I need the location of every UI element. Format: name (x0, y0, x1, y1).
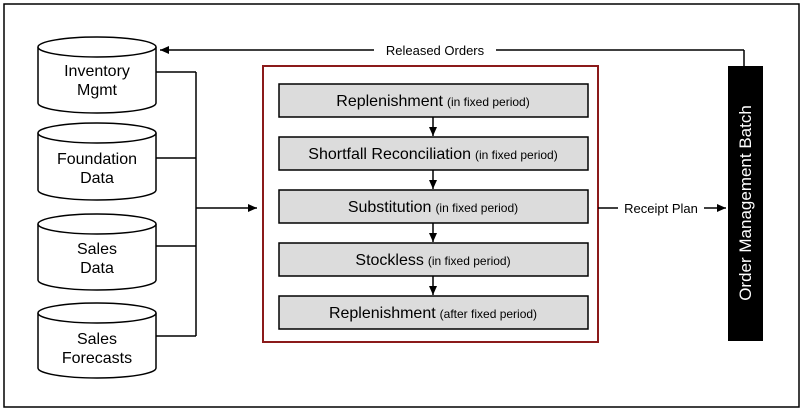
svg-text:Stockless(in fixed period): Stockless (in fixed period) (355, 252, 510, 269)
svg-text:Replenishment(in fixed period): Replenishment (in fixed period) (336, 93, 529, 110)
released-orders-flow (160, 46, 745, 66)
svg-text:Replenishment(after fixed peri: Replenishment (after fixed period) (329, 305, 537, 322)
datastore-foundation-data: Foundation Data (37, 122, 157, 201)
released-orders-label: Released Orders (386, 43, 485, 58)
datastore-sales-forecasts: Sales Forecasts (37, 302, 157, 379)
step-title: Shortfall Reconciliation (308, 146, 471, 163)
datastore-label-line1: Foundation (57, 151, 137, 168)
batch-label: Order Management Batch (736, 105, 755, 301)
datastore-connectors (156, 71, 257, 337)
process-step: Replenishment (in fixed period) (278, 83, 589, 118)
step-note: (in fixed period) (428, 254, 511, 268)
outer-border (3, 3, 800, 408)
datastore-label-line2: Data (80, 260, 114, 277)
step-note: (after fixed period) (440, 307, 537, 321)
step-title: Stockless (355, 252, 423, 269)
step-note: (in fixed period) (447, 95, 530, 109)
datastore-label-line1: Sales (77, 331, 117, 348)
datastore-label-line2: Mgmt (77, 82, 118, 99)
svg-text:Shortfall Reconciliation(in fi: Shortfall Reconciliation (in fixed period… (308, 146, 557, 163)
datastore-label-line1: Inventory (64, 63, 130, 80)
step-title: Substitution (348, 199, 432, 216)
datastore-label-line1: Sales (77, 241, 117, 258)
datastore-label-line2: Forecasts (62, 350, 132, 367)
order-management-batch (728, 66, 763, 341)
process-step: Replenishment (after fixed period) (278, 295, 589, 330)
step-title: Replenishment (329, 305, 436, 322)
step-title: Replenishment (336, 93, 443, 110)
receipt-plan-label: Receipt Plan (624, 201, 698, 216)
process-step: Substitution(in fixed period) (278, 189, 589, 224)
datastore-label-line2: Data (80, 170, 114, 187)
datastore-inventory-mgmt: Inventory Mgmt (37, 36, 157, 114)
process-step: Stockless (in fixed period) (278, 242, 589, 277)
svg-text:Substitution(in fixed period): Substitution(in fixed period) (348, 199, 518, 216)
datastore-sales-data: Sales Data (37, 213, 157, 291)
step-note: (in fixed period) (435, 201, 518, 215)
process-step: Shortfall Reconciliation (in fixed period… (278, 136, 589, 171)
step-note: (in fixed period) (475, 148, 558, 162)
